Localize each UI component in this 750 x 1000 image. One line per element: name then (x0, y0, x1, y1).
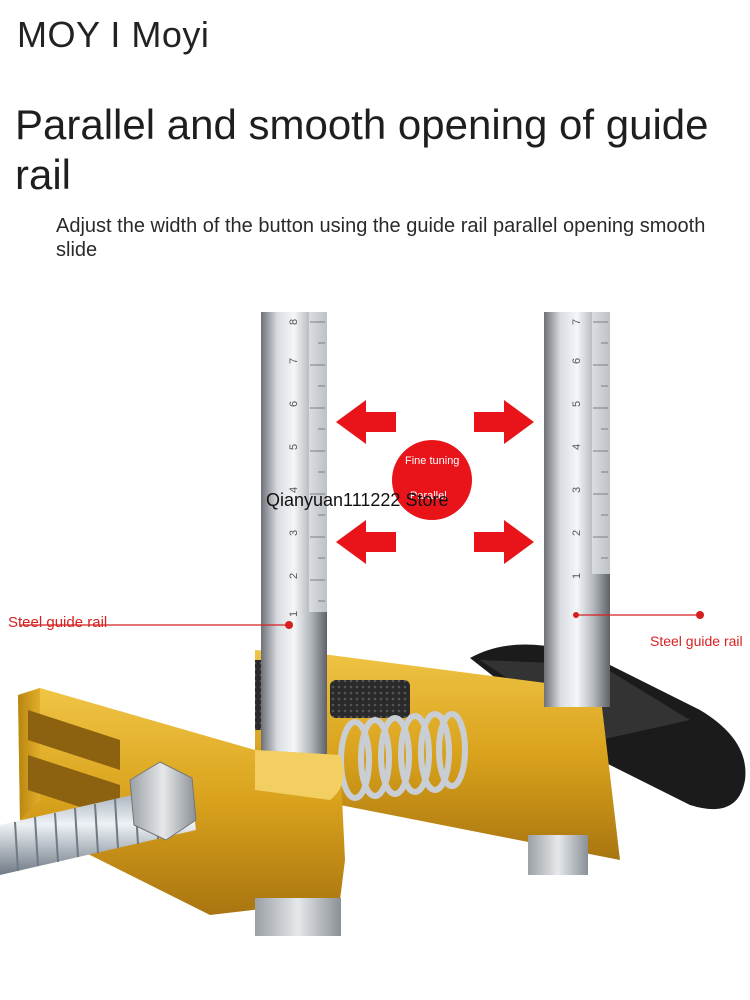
arrow-left-icon (336, 400, 396, 444)
fine-tuning-badge (392, 440, 472, 520)
scale-tick-label: 2 (288, 573, 300, 579)
scale-tick-label: 6 (571, 358, 583, 364)
left-rail-label: Steel guide rail (8, 614, 108, 631)
left-guide-rail (261, 312, 327, 754)
scale-tick-label: 6 (288, 401, 300, 407)
scale-tick-label: 5 (571, 401, 583, 407)
page-subline: Adjust the width of the button using the… (56, 215, 706, 261)
fine-tuning-text: Fine tuning (405, 455, 460, 467)
right-rail-scale: 7 6 5 4 3 2 1 (571, 319, 583, 579)
right-callout-line (573, 611, 704, 619)
brand-title: MOY I Moyi (17, 14, 210, 55)
right-rail-label: Steel guide rail (650, 633, 743, 649)
page-headline: Parallel and smooth opening of guide rai… (15, 101, 709, 198)
scale-tick-label: 5 (288, 444, 300, 450)
scale-tick-label: 7 (288, 358, 300, 364)
scale-tick-label: 4 (571, 444, 583, 450)
parallel-text: Parallel (410, 490, 447, 502)
scale-tick-label: 1 (288, 611, 300, 617)
scale-tick-label: 3 (571, 487, 583, 493)
store-watermark: Qianyuan111222 Store (266, 490, 449, 510)
scale-tick-label: 4 (288, 487, 300, 493)
scale-tick-label: 7 (571, 319, 583, 325)
threaded-screw (0, 761, 197, 875)
callout-dot-icon (285, 621, 293, 629)
right-guide-rail (544, 312, 610, 707)
scale-tick-label: 1 (571, 573, 583, 579)
arrow-left-icon (336, 520, 396, 564)
scale-tick-label: 8 (288, 319, 300, 325)
product-illustration: 8 7 6 5 4 3 2 1 7 6 5 4 (0, 300, 750, 1000)
arrow-right-icon (474, 400, 534, 444)
scale-tick-label: 3 (288, 530, 300, 536)
scale-tick-label: 2 (571, 530, 583, 536)
arrow-right-icon (474, 520, 534, 564)
left-rail-scale: 8 7 6 5 4 3 2 1 (288, 319, 300, 617)
callout-dot-icon (696, 611, 704, 619)
callout-dot-icon (573, 612, 579, 618)
left-callout-line (20, 621, 293, 629)
